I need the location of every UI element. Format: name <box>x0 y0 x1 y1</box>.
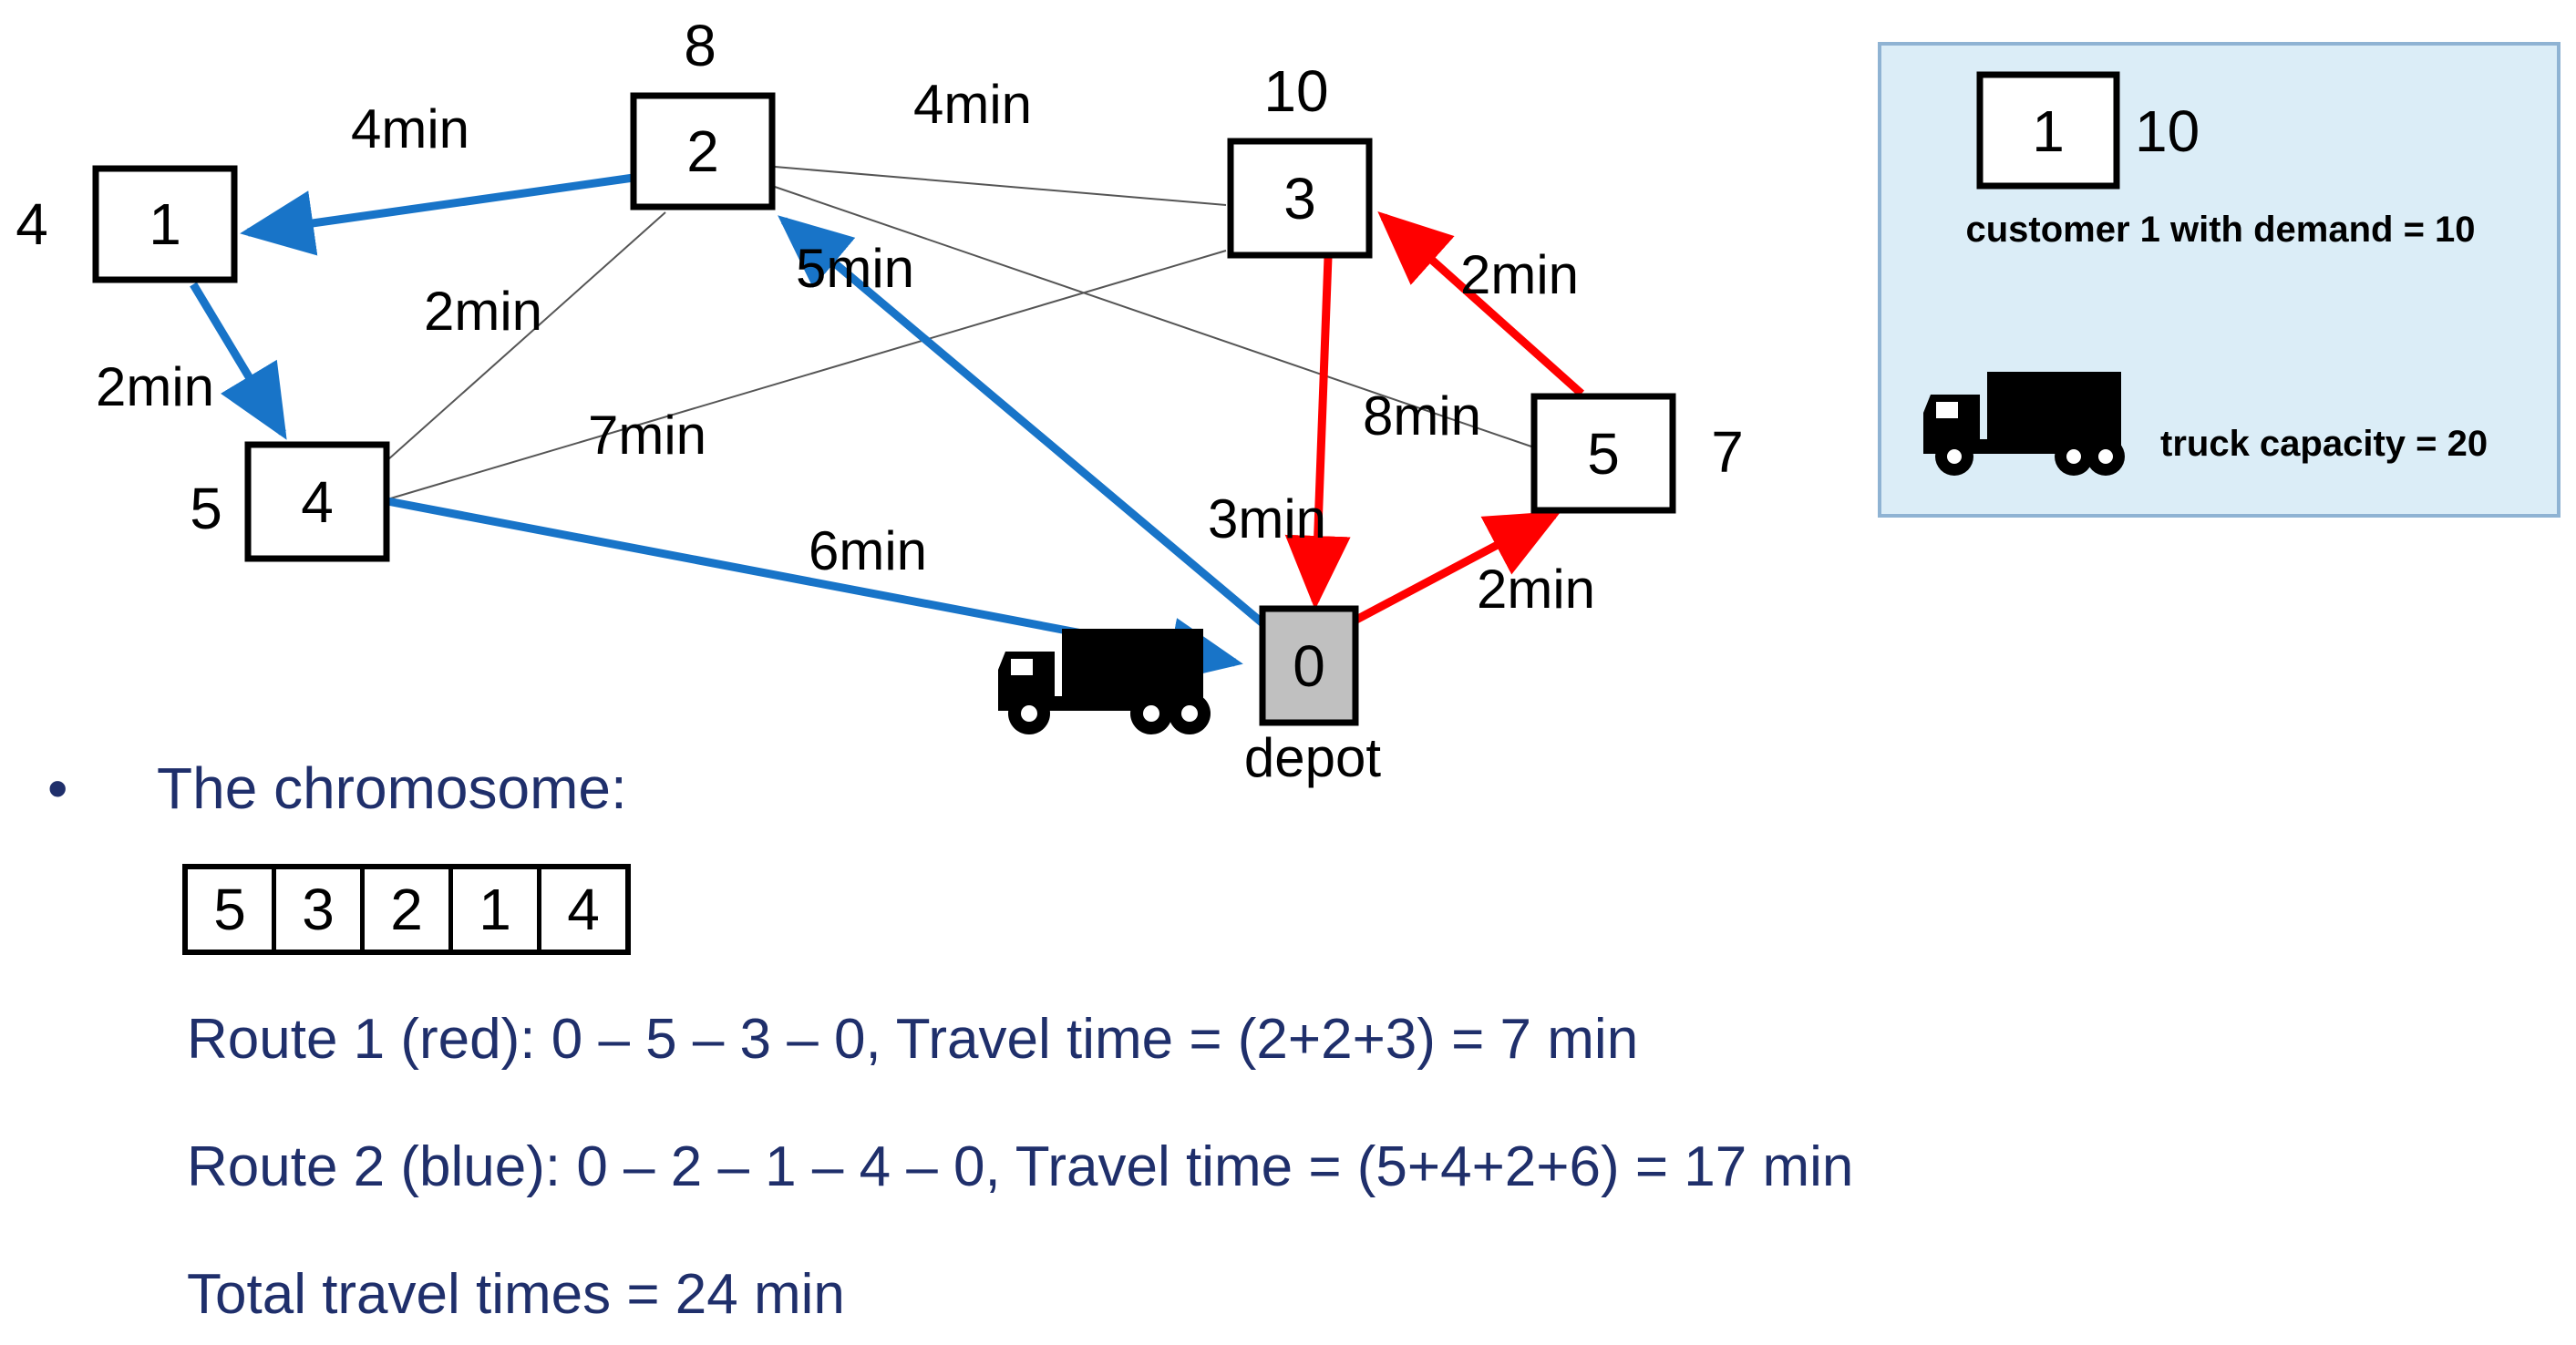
edge-3-0-red <box>1284 256 1351 610</box>
chromosome-array: 5 3 2 1 4 <box>182 864 631 955</box>
edge-2-5 <box>774 186 1532 447</box>
edge-0-5-red <box>1354 510 1561 623</box>
chromosome-gene: 5 <box>188 869 276 950</box>
chromosome-gene: 1 <box>453 869 541 950</box>
edge-label-0-3: 3min <box>1208 488 1326 549</box>
edge-label-1-4: 2min <box>96 356 214 417</box>
node-5: 5 <box>1530 393 1676 514</box>
edge-2-1-blue <box>240 173 634 256</box>
edge-label-2-3: 4min <box>913 74 1032 135</box>
depot-label: depot <box>1244 727 1381 788</box>
svg-text:2: 2 <box>686 118 719 184</box>
chromosome-title: The chromosome: <box>157 755 627 821</box>
legend-box: 1 10 customer 1 with demand = 10 truck c… <box>1878 42 2561 518</box>
svg-text:0: 0 <box>1293 633 1325 699</box>
edge-5-3-red <box>1377 211 1584 397</box>
svg-text:1: 1 <box>149 191 181 257</box>
legend-truck-icon <box>1923 372 2125 476</box>
edge-4-3 <box>386 250 1227 500</box>
legend-node-label: 1 <box>2032 98 2065 164</box>
edge-label-2-4: 2min <box>424 281 542 342</box>
demand-node-2: 8 <box>684 13 716 78</box>
svg-text:3: 3 <box>1283 166 1316 231</box>
chromosome-gene: 4 <box>567 877 600 942</box>
chromosome-heading: • The chromosome: <box>47 755 627 822</box>
demand-node-4: 5 <box>190 476 222 541</box>
edge-0-2-blue <box>778 215 1270 631</box>
node-0-depot: 0 <box>1259 605 1359 726</box>
edge-label-0-5: 2min <box>1477 559 1595 620</box>
node-2: 2 <box>630 92 776 210</box>
edge-label-2-1: 4min <box>351 98 469 159</box>
svg-text:4: 4 <box>301 469 334 535</box>
route-1-text: Route 1 (red): 0 – 5 – 3 – 0, Travel tim… <box>187 1008 1639 1071</box>
legend-truck-text: truck capacity = 20 <box>2160 424 2488 464</box>
edge-label-4-3: 7min <box>588 405 706 466</box>
bullet-icon: • <box>47 755 68 821</box>
edge-1-4-blue <box>190 282 287 440</box>
edge-label-2-5: 8min <box>1363 385 1481 447</box>
legend-customer-text: customer 1 with demand = 10 <box>1965 210 2475 250</box>
chromosome-gene: 2 <box>365 869 453 950</box>
demand-node-1: 4 <box>15 191 48 257</box>
edge-2-4 <box>386 211 666 461</box>
demand-node-3: 10 <box>1263 58 1328 124</box>
total-travel-text: Total travel times = 24 min <box>187 1263 845 1326</box>
demand-node-5: 7 <box>1711 419 1744 485</box>
vrp-network-diagram: 1 2 3 4 5 0 4 8 10 5 7 depot 4min 4min 5… <box>15 13 2561 788</box>
truck-icon <box>998 629 1211 734</box>
chromosome-gene: 3 <box>276 869 365 950</box>
legend-node-demand: 10 <box>2135 98 2200 164</box>
node-4: 4 <box>244 441 390 562</box>
node-1: 1 <box>92 165 238 283</box>
edge-label-4-0: 6min <box>809 520 927 581</box>
node-3: 3 <box>1227 138 1373 259</box>
svg-text:5: 5 <box>1587 421 1620 487</box>
route-2-text: Route 2 (blue): 0 – 2 – 1 – 4 – 0, Trave… <box>187 1135 1854 1198</box>
edge-label-5-3: 2min <box>1460 244 1579 305</box>
edge-label-0-2: 5min <box>796 238 914 299</box>
edge-2-3 <box>774 166 1227 206</box>
